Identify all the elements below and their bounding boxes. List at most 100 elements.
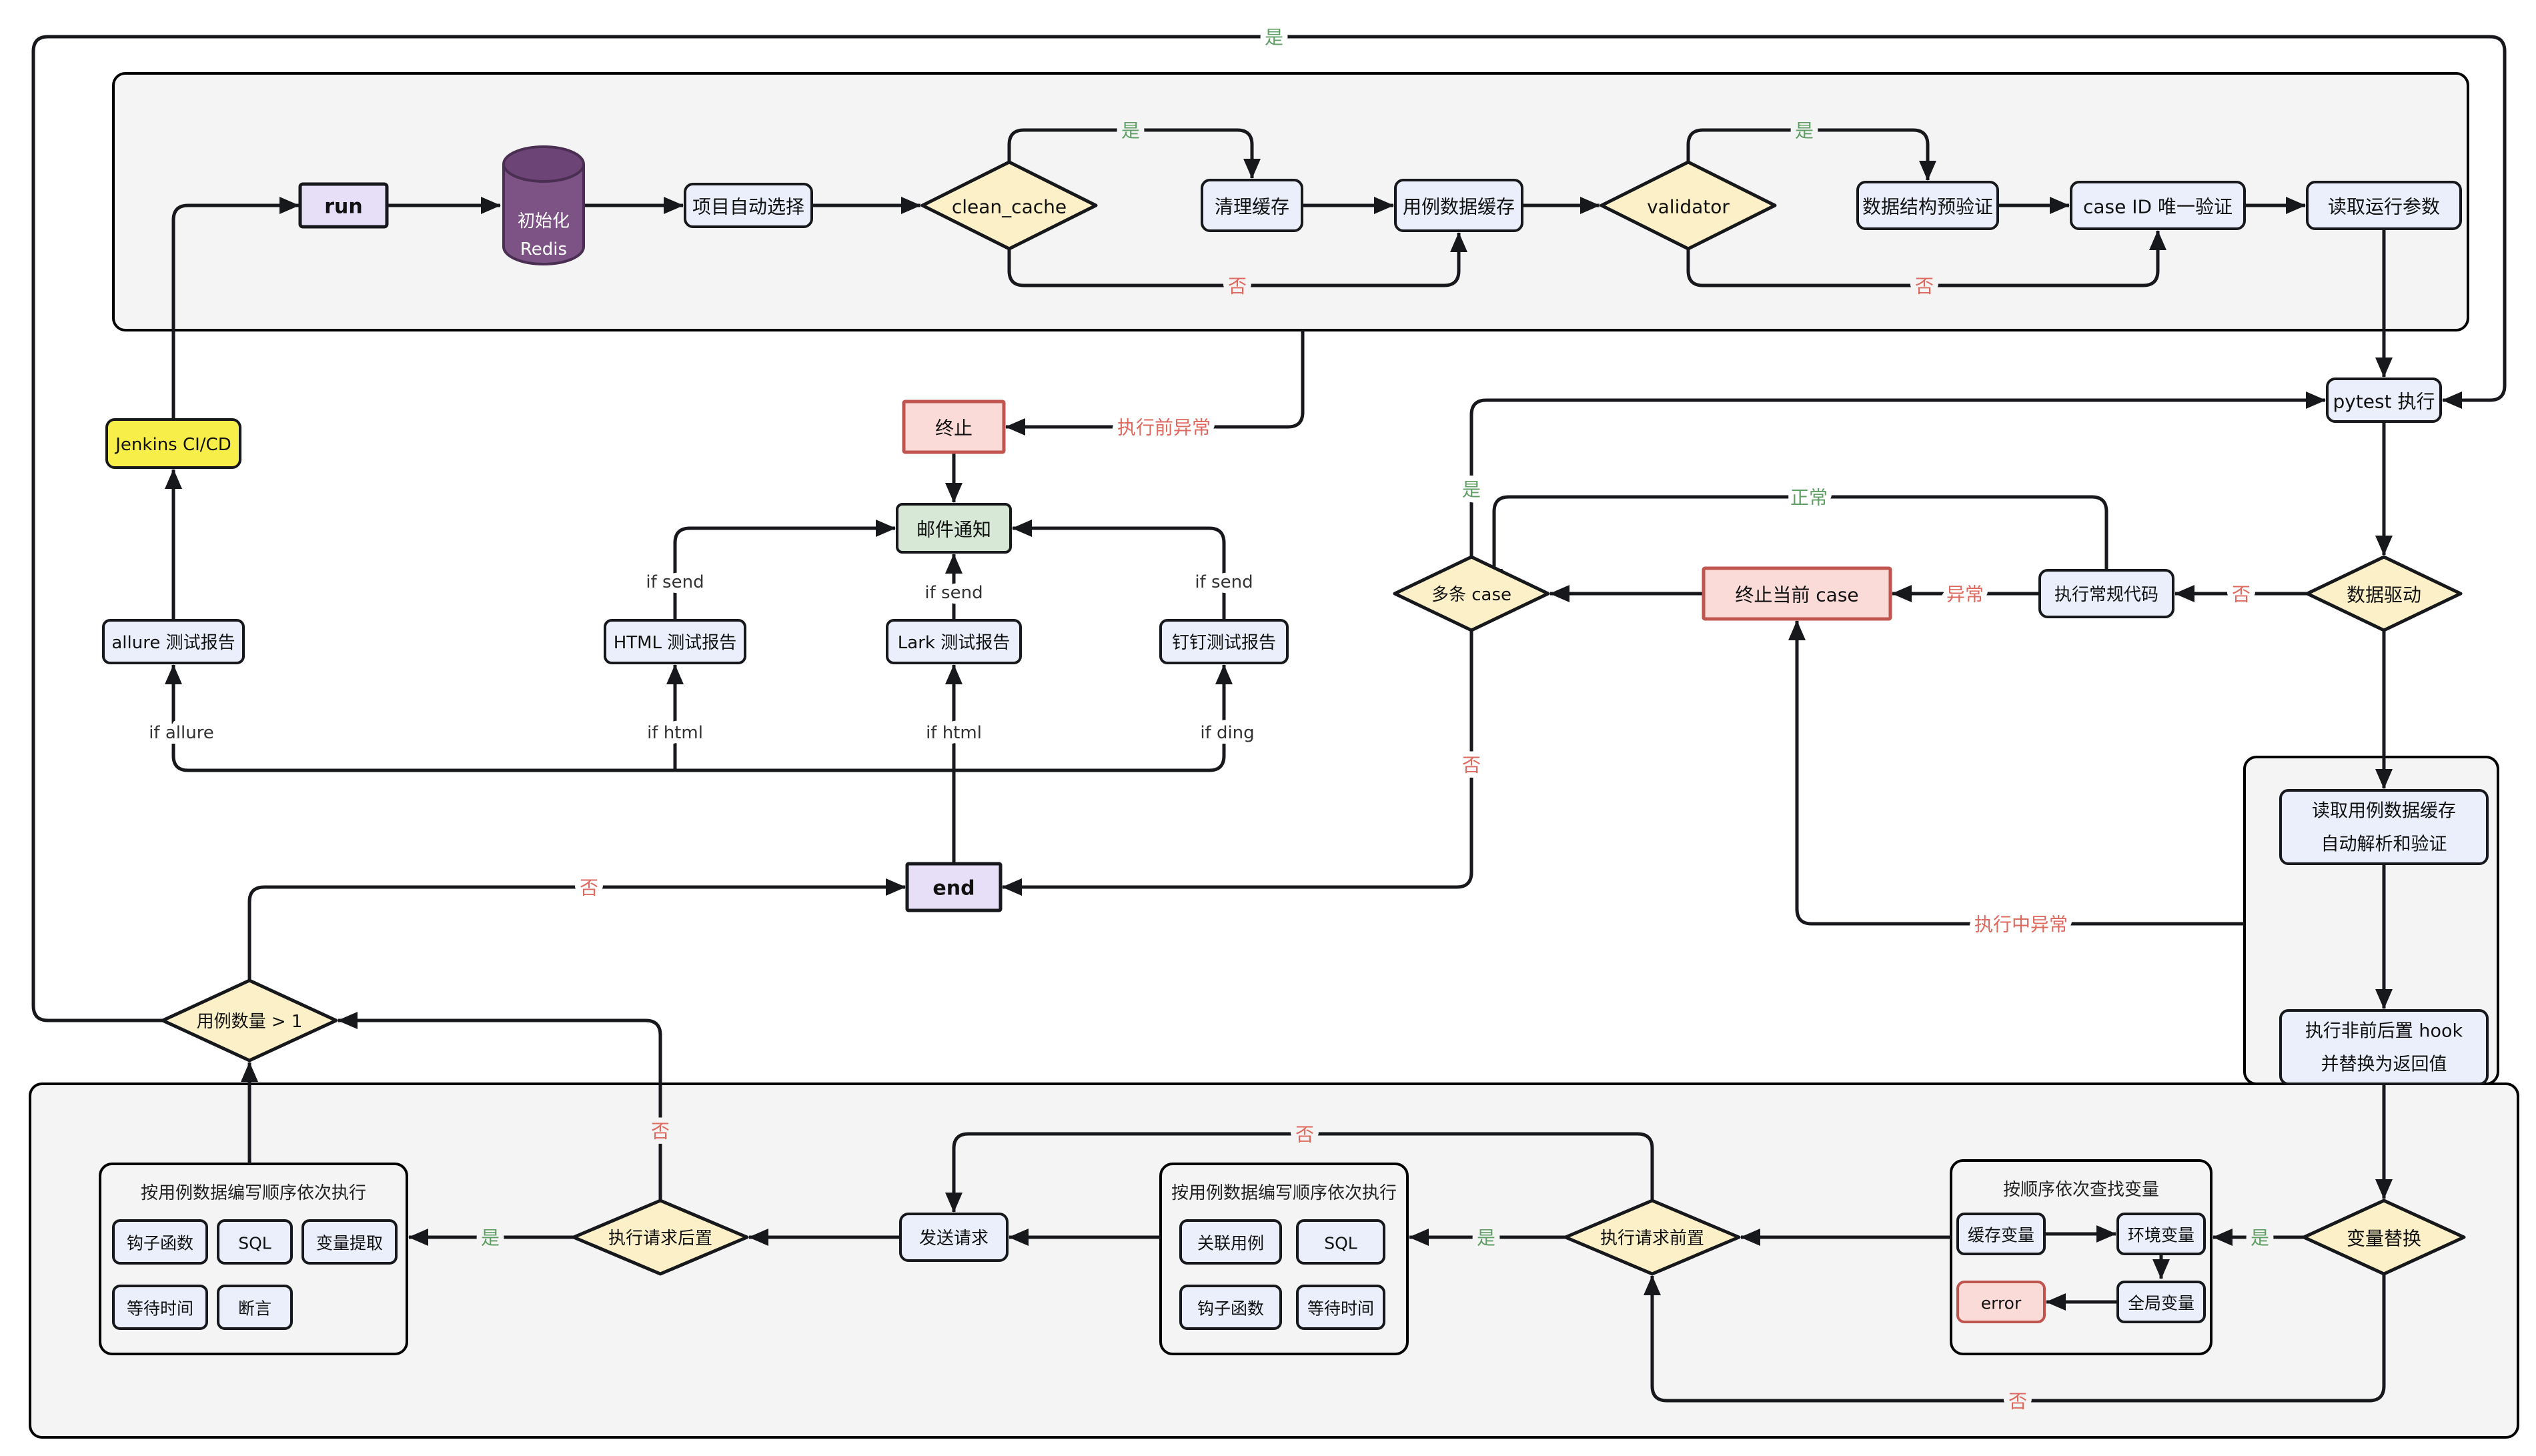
node-terminate-label: 终止 (935, 418, 973, 440)
node-init-redis-top (502, 145, 585, 183)
node-sql-post (217, 1219, 293, 1265)
node-project-select-label: 项目自动选择 (692, 196, 804, 218)
node-ding-report (1159, 619, 1289, 664)
node-wait-time-post (112, 1285, 208, 1330)
edge-html-report-to-mail (673, 520, 896, 620)
post-request-group-title: 按用例数据编写顺序依次执行 (141, 1183, 366, 1203)
node-read-params (2306, 181, 2462, 230)
node-validator-label: validator (1647, 196, 1730, 218)
node-terminate (902, 400, 1006, 454)
node-global-var (2116, 1281, 2206, 1323)
edge-validator-no-label: 否 (1915, 275, 1934, 297)
node-init-redis-body (502, 164, 585, 265)
edge-ding-report-to-mail (1012, 520, 1226, 620)
node-wait-time-pre-label: 等待时间 (1307, 1299, 1374, 1319)
node-var-extract-label: 变量提取 (316, 1234, 383, 1253)
node-data-driven (2305, 555, 2463, 632)
node-lark-report (886, 619, 1022, 664)
node-sql-post-label: SQL (238, 1234, 271, 1253)
node-clean-cache (920, 160, 1098, 251)
edge-mid-exec-exception (1788, 620, 2245, 926)
node-post-request (572, 1199, 749, 1276)
node-html-report-label: HTML 测试报告 (614, 633, 737, 653)
edge-validator-yes (1686, 128, 1936, 181)
node-clear-cache (1201, 179, 1303, 232)
edge-multicase-yes-to-pytest (1469, 392, 2326, 557)
node-global-var-label: 全局变量 (2128, 1294, 2194, 1313)
node-assert (217, 1285, 293, 1330)
edge-casecount-no-to-end-label: 否 (580, 877, 598, 899)
edge-clean-cache-no-label: 否 (1228, 275, 1247, 297)
node-run (298, 182, 389, 229)
edge-jenkins-to-run (171, 197, 299, 420)
node-wait-time-post-label: 等待时间 (127, 1299, 193, 1319)
edge-clean-cache-yes-label: 是 (1121, 120, 1140, 142)
node-pre-request-label: 执行请求前置 (1600, 1229, 1704, 1249)
node-error-label: error (1981, 1294, 2022, 1313)
edge-prerequest-yes-label: 是 (1477, 1227, 1495, 1249)
node-ding-report-label: 钉钉测试报告 (1172, 633, 1276, 653)
edge-datadriven-no-label: 否 (2232, 584, 2251, 606)
node-multi-case (1393, 555, 1550, 632)
node-case-data-cache (1394, 179, 1523, 232)
node-html-report (604, 619, 746, 664)
node-project-select (684, 183, 813, 228)
edge-html-report-to-mail-label: if send (646, 572, 704, 592)
node-init-redis-label-line1: 初始化 (518, 211, 570, 231)
node-send-request (899, 1213, 1009, 1262)
node-hook-fn-pre-label: 钩子函数 (1197, 1299, 1264, 1319)
edge-regular-code-exception-label: 异常 (1946, 584, 1984, 606)
edge-regular-code-normal-label: 正常 (1790, 487, 1828, 509)
edge-bus-to-ding-label: if ding (1200, 723, 1254, 743)
node-data-driven-label: 数据驱动 (2347, 584, 2421, 606)
node-cache-var-label: 缓存变量 (1968, 1226, 2034, 1245)
node-hook-replace-label-line1: 执行非前后置 hook (2305, 1021, 2463, 1042)
node-related-case (1179, 1219, 1282, 1265)
node-case-count (161, 978, 338, 1062)
edge-prerequest-no-to-send (945, 1132, 1654, 1213)
node-validator (1600, 160, 1777, 251)
node-regular-code (2038, 569, 2174, 618)
edge-case-count-yes-loop (31, 35, 2507, 1022)
node-pre-request (1563, 1199, 1741, 1276)
edge-multicase-yes-to-pytest-label: 是 (1462, 479, 1481, 501)
node-cache-var (1956, 1213, 2046, 1255)
edge-varreplace-no-label: 否 (2008, 1391, 2027, 1413)
node-case-id-check (2070, 181, 2246, 230)
node-pytest-run (2326, 378, 2442, 423)
node-terminate-current-case (1702, 566, 1892, 621)
node-sql-pre-label: SQL (1324, 1234, 1357, 1253)
node-env-var (2116, 1213, 2206, 1255)
node-multi-case-label: 多条 case (1431, 585, 1511, 605)
node-pre-validate-label: 数据结构预验证 (1862, 196, 1993, 218)
node-hook-replace (2279, 1009, 2489, 1085)
node-hook-replace-label-line2: 并替换为返回值 (2321, 1054, 2447, 1075)
node-run-label: run (324, 195, 363, 219)
edge-clean-cache-yes (1007, 128, 1261, 179)
node-read-params-label: 读取运行参数 (2328, 196, 2440, 218)
node-allure-report (102, 619, 245, 664)
edge-lark-report-to-mail-label: if send (924, 583, 983, 603)
var-lookup-group-title: 按顺序依次查找变量 (2003, 1180, 2159, 1200)
edge-multicase-no-to-end (1002, 630, 1473, 896)
node-mail-notify (896, 503, 1012, 554)
node-regular-code-label: 执行常规代码 (2054, 585, 2158, 605)
node-hook-fn-pre (1179, 1285, 1282, 1330)
edge-clean-cache-no (1007, 232, 1467, 287)
node-jenkins-label: Jenkins CI/CD (114, 435, 231, 455)
node-env-var-label: 环境变量 (2128, 1226, 2194, 1245)
node-error (1956, 1281, 2046, 1323)
node-wait-time-pre (1296, 1285, 1385, 1330)
edge-bus-to-allure-label: if allure (149, 723, 214, 743)
node-related-case-label: 关联用例 (1197, 1234, 1264, 1253)
node-read-case-cache-label-line2: 自动解析和验证 (2321, 834, 2447, 855)
node-send-request-label: 发送请求 (919, 1229, 989, 1249)
node-case-count-label: 用例数量 > 1 (197, 1012, 303, 1032)
edge-varreplace-no (1644, 1274, 2386, 1403)
edge-mid-exec-exception-label: 执行中异常 (1974, 914, 2068, 936)
node-allure-report-label: allure 测试报告 (111, 633, 235, 653)
edge-prerequest-no-to-send-label: 否 (1295, 1124, 1314, 1146)
node-pytest-run-label: pytest 执行 (2333, 391, 2435, 413)
edge-validator-no (1686, 230, 2166, 287)
node-init-redis-label-line2: Redis (520, 239, 567, 259)
